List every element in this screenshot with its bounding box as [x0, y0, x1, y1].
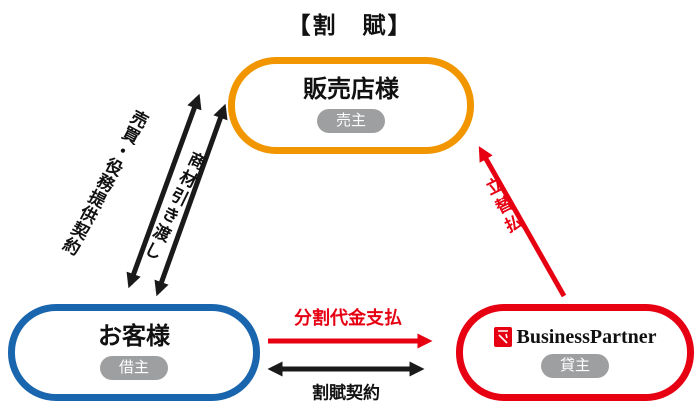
customer-role-badge: 借主: [99, 356, 168, 380]
node-partner: BusinessPartner 貸主: [456, 304, 694, 401]
businesspartner-logo: BusinessPartner: [493, 326, 657, 349]
edge-label-installment-payment: 分割代金支払: [294, 308, 402, 328]
seller-role-badge: 売主: [316, 109, 385, 133]
node-seller: 販売店様 売主: [228, 57, 474, 154]
customer-label: お客様: [98, 323, 170, 351]
edge-label-installment-contract: 割賦契約: [312, 383, 380, 403]
arrow-advance-payment: [478, 146, 567, 298]
partner-role-badge: 貸主: [540, 354, 609, 378]
arrow-goods-delivery: [154, 103, 228, 297]
seller-label: 販売店様: [303, 76, 399, 104]
node-customer: お客様 借主: [8, 304, 260, 401]
diagram-title: 【割 賦】: [287, 12, 413, 38]
businesspartner-logo-mark: [493, 327, 512, 348]
partner-label: BusinessPartner: [516, 326, 657, 349]
